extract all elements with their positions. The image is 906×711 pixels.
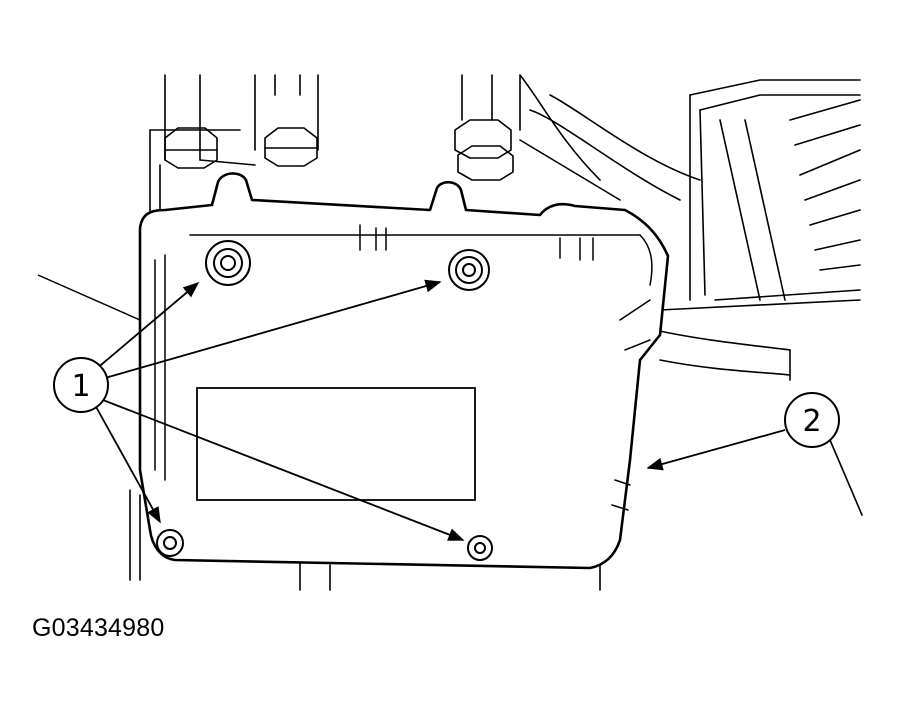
bolt-top-right [448,249,490,291]
callout-1-arrows [94,279,465,541]
bolt-bottom-right [467,535,493,561]
callout-2-label: 2 [802,404,821,439]
module-housing [138,172,670,570]
callout-1-label: 1 [71,369,90,404]
bolt-top-left [205,240,251,286]
callout-2: 2 [784,392,840,448]
callout-2-arrow [646,429,786,471]
callout-1: 1 [53,357,109,413]
module-details [154,224,653,511]
bolt-bottom-left [156,529,184,557]
leader-line-left [37,274,141,321]
figure-code: G03434980 [32,614,165,642]
